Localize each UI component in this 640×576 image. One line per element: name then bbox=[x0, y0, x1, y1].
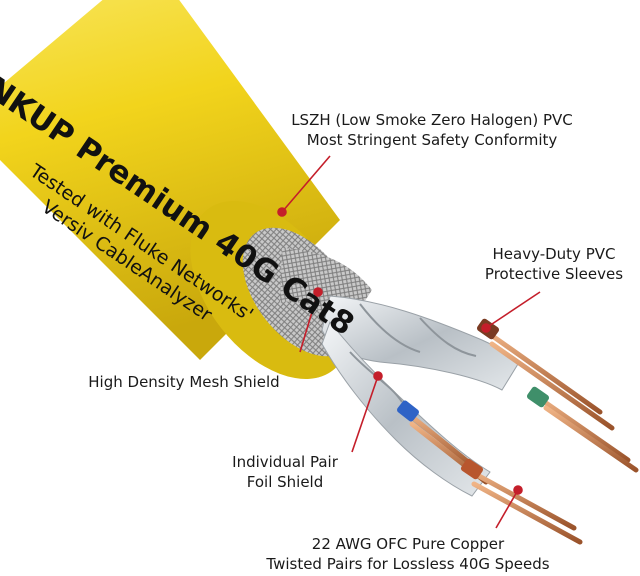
sleeve-blue bbox=[397, 400, 419, 422]
copper-wires-upper bbox=[476, 318, 639, 473]
leader-dot-mesh bbox=[313, 287, 323, 297]
callout-mesh: High Density Mesh Shield bbox=[64, 372, 304, 392]
callout-foil-line1: Individual Pair bbox=[232, 453, 338, 471]
leader-dot-foil bbox=[373, 371, 383, 381]
callout-mesh-line1: High Density Mesh Shield bbox=[88, 373, 280, 391]
leader-mesh bbox=[299, 291, 319, 353]
leader-dot-lszh bbox=[277, 207, 287, 217]
leader-dot-sleeves bbox=[481, 323, 491, 333]
callout-sleeves-line2: Protective Sleeves bbox=[484, 265, 624, 283]
callout-lszh-line2: Most Stringent Safety Conformity bbox=[306, 131, 558, 149]
callout-foil-line2: Foil Shield bbox=[246, 473, 324, 491]
callout-lszh: LSZH (Low Smoke Zero Halogen) PVC Most S… bbox=[262, 110, 602, 150]
callout-lszh-line1: LSZH (Low Smoke Zero Halogen) PVC bbox=[291, 111, 573, 129]
callout-sleeves: Heavy-Duty PVC Protective Sleeves bbox=[472, 244, 636, 284]
callout-foil: Individual Pair Foil Shield bbox=[210, 452, 360, 492]
callout-copper: 22 AWG OFC Pure Copper Twisted Pairs for… bbox=[228, 534, 588, 574]
callout-copper-line2: Twisted Pairs for Lossless 40G Speeds bbox=[266, 555, 550, 573]
leader-lines bbox=[277, 155, 541, 529]
leader-lszh bbox=[281, 155, 331, 213]
callout-copper-line1: 22 AWG OFC Pure Copper bbox=[311, 535, 505, 553]
upper-foil-pair bbox=[321, 295, 519, 391]
leader-sleeves bbox=[485, 291, 541, 329]
leader-copper bbox=[495, 489, 519, 529]
leader-foil bbox=[351, 375, 379, 453]
copper-wires-lower bbox=[397, 400, 583, 545]
sleeve-green bbox=[526, 386, 550, 408]
callout-sleeves-line1: Heavy-Duty PVC bbox=[492, 245, 616, 263]
sleeve-orange bbox=[460, 458, 484, 480]
leader-dot-copper bbox=[513, 485, 523, 495]
